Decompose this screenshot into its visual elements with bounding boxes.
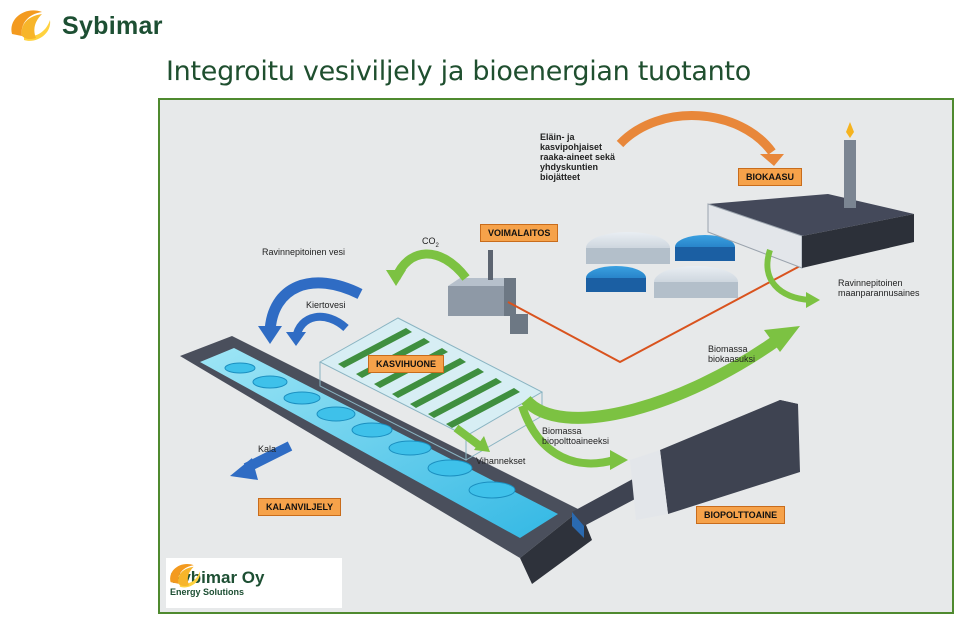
- maanparannusaine-label: Ravinnepitoinen maanparannusaines: [838, 278, 920, 298]
- power-plant: [448, 250, 528, 334]
- brand-header: Sybimar: [6, 4, 163, 48]
- ravinnepitoinen-vesi-label: Ravinnepitoinen vesi: [262, 247, 346, 257]
- biokaasu-label: BIOKAASU: [738, 168, 803, 186]
- biomassa-biokaasuksi-label: Biomassa biokaasuksi: [708, 344, 756, 364]
- fish-farm-building: [180, 336, 592, 584]
- raw-material-text: Eläin- ja kasvipohjaiset raaka-aineet se…: [540, 132, 616, 182]
- flow-arrows: [230, 111, 820, 480]
- biopolttoaine-label: BIOPOLTTOAINE: [696, 506, 786, 524]
- kalanviljely-label: KALANVILJELY: [258, 498, 342, 516]
- co2-arrow: [391, 249, 470, 281]
- biogas-tanks: [586, 232, 738, 298]
- biomassa-biopolttoaineeksi-label: Biomassa biopolttoaineeksi: [542, 426, 610, 446]
- nutrient-water-arrow: [264, 277, 363, 333]
- process-diagram: [180, 111, 914, 584]
- gas-pipeline: [507, 265, 801, 364]
- kiertovesi-label: Kiertovesi: [306, 300, 346, 310]
- vegetables-arrow: [453, 424, 483, 450]
- biomass-biogas-arrow: [521, 333, 784, 424]
- vihannekset-label: Vihannekset: [476, 456, 526, 466]
- biomass-biofuel-arrow: [518, 404, 616, 468]
- sybimar-oy-badge: Sybimar Oy Energy Solutions: [166, 558, 342, 608]
- sybimar-logo-icon: [11, 10, 51, 41]
- biofuel-plant: [572, 400, 800, 538]
- badge-subtitle: Energy Solutions: [170, 587, 245, 597]
- soil-amendment-arrow: [764, 249, 811, 303]
- co2-label: CO2: [422, 236, 439, 249]
- page-title: Integroitu vesiviljely ja bioenergian tu…: [166, 56, 751, 87]
- sybimar-logo-icon: [170, 564, 200, 588]
- kala-label: Kala: [258, 444, 277, 454]
- biogas-plant: [707, 122, 914, 269]
- diagram-frame: BIOKAASU VOIMALAITOS KASVIHUONE KALANVIL…: [158, 98, 954, 614]
- voimalaitos-label: VOIMALAITOS: [480, 224, 559, 242]
- brand-name: Sybimar: [62, 11, 163, 40]
- kasvihuone-label: KASVIHUONE: [368, 355, 445, 373]
- orange-arrow: [616, 111, 776, 155]
- circulation-arrow: [292, 312, 349, 340]
